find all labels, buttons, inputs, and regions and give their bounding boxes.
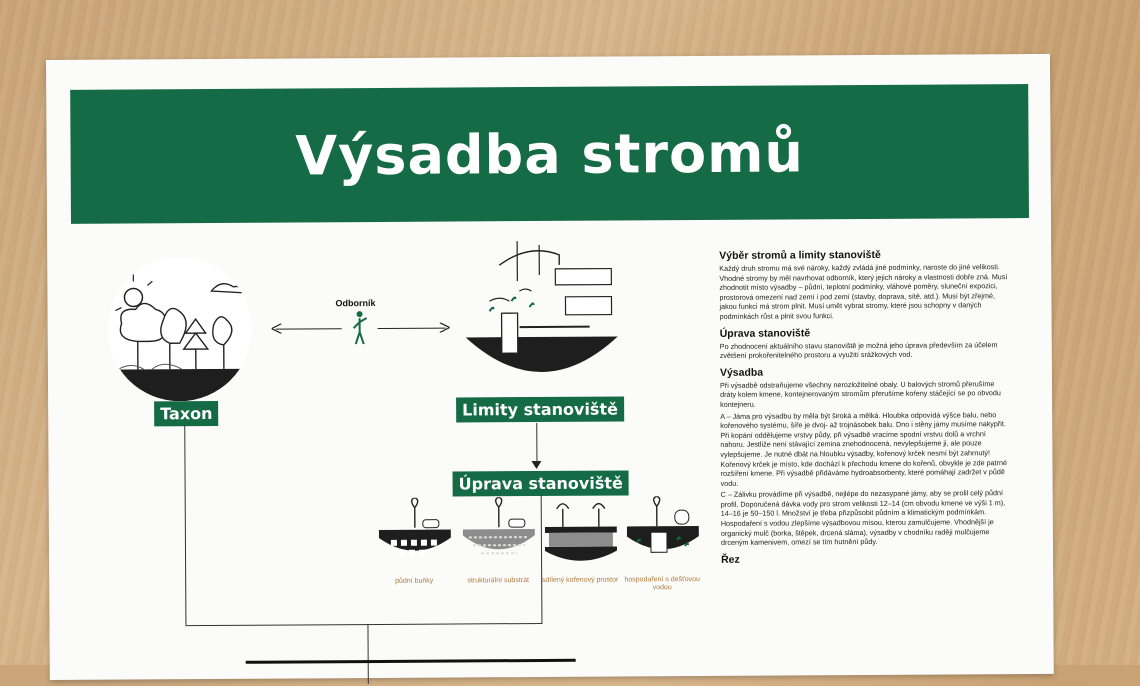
expert-arrow-left <box>275 328 342 330</box>
section-heading: Řez <box>721 553 740 566</box>
bottom-horizontal-line <box>185 622 543 627</box>
section-paragraph: A – Jáma pro výsadbu by měla být široká … <box>720 409 1007 488</box>
site-prep-label: Úprava stanoviště <box>452 470 629 497</box>
section-heading: Výsadba <box>719 366 764 379</box>
soil-cells-icon <box>378 497 451 556</box>
bottom-stem-line <box>367 624 369 685</box>
arrow-down-head-icon <box>531 460 542 470</box>
poster-sheet: Výsadba stromů Taxon Odborník <box>46 53 1054 685</box>
section-paragraph: Po zhodnocení aktuálního stavu stanovišt… <box>719 339 998 361</box>
poster-title: Výsadba stromů <box>295 120 805 187</box>
arrow-left-head-icon <box>271 323 282 334</box>
section-heading: Výběr stromů a limity stanoviště <box>719 248 881 262</box>
site-limits-label: Limity stanoviště <box>456 396 625 423</box>
structural-substrate-icon <box>462 497 535 555</box>
taxon-illustration <box>107 256 253 402</box>
option-structural-substrate: strukturální substrát <box>467 577 529 585</box>
expert-figure-icon <box>352 311 368 345</box>
section-paragraph: C – Zálivku provádíme při výsadbě, nejlé… <box>720 488 1006 548</box>
expert-label: Odborník <box>335 297 376 309</box>
bottom-box-edge <box>245 658 576 664</box>
section-heading: Úprava stanoviště <box>719 326 811 340</box>
taxon-vertical-line <box>184 425 187 626</box>
taxon-label: Taxon <box>154 400 219 427</box>
site-limits-illustration <box>459 241 618 372</box>
option-soil-cells: půdní buňky <box>395 577 434 585</box>
expert-arrow-right <box>377 327 446 329</box>
option-rainwater-management: hospodaření s dešťovou vodou <box>624 576 700 592</box>
arrow-right-head-icon <box>439 322 450 333</box>
shared-root-space-icon <box>544 502 618 561</box>
rainwater-management-icon <box>626 496 699 553</box>
text-column: Výběr stromů a limity stanoviště Každý d… <box>719 242 1011 568</box>
section-paragraph: Každý druh stromu má své nároky, každý z… <box>719 262 1008 321</box>
title-banner: Výsadba stromů <box>70 84 1029 224</box>
option-shared-root-space: sdílený kořenový prostor <box>542 576 619 584</box>
limits-to-prep-line <box>536 423 538 466</box>
section-paragraph: Při výsadbě odstraňujeme všechny nerozlo… <box>719 378 1001 409</box>
prep-vertical-line <box>540 494 543 623</box>
